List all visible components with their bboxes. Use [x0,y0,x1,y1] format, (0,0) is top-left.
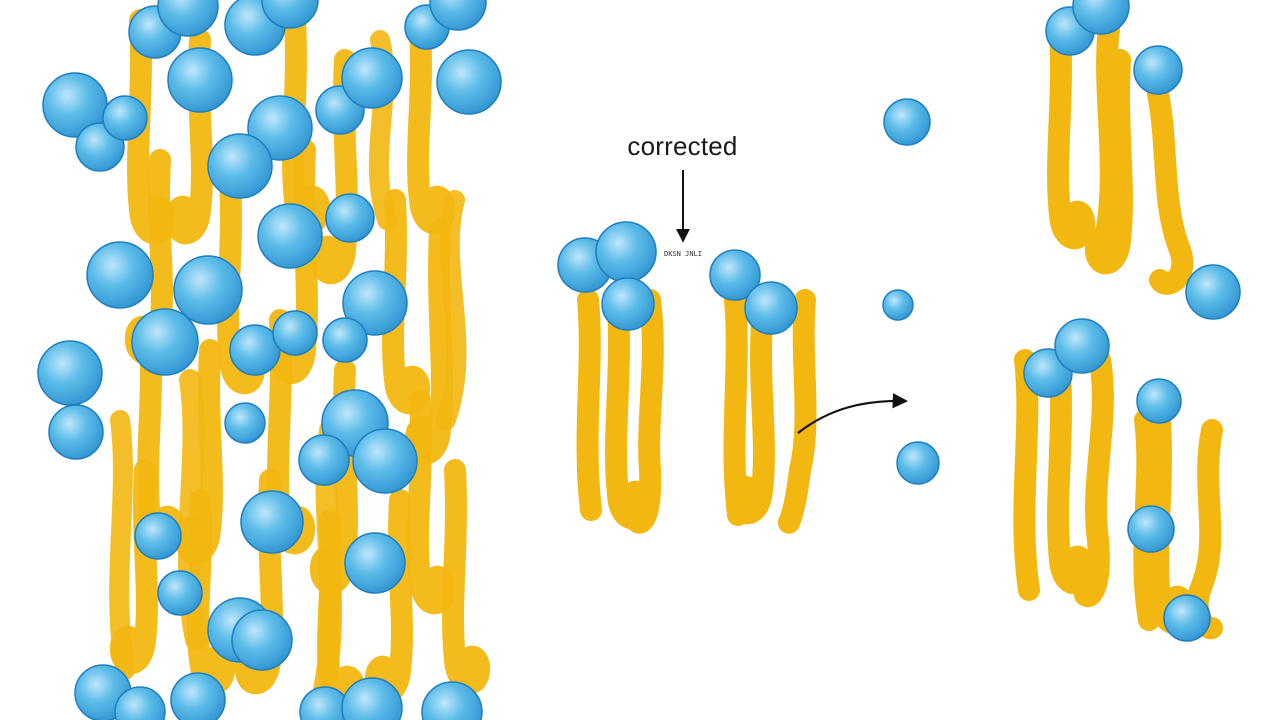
lipid-tail [777,289,817,534]
polar-head-sphere-icon [261,0,319,29]
polar-head-sphere-icon [131,308,199,376]
lipid-tail [625,289,664,534]
polar-head-sphere-icon [322,317,368,363]
lipid-tail [109,410,135,680]
polar-head-sphere-icon [272,310,318,356]
annotation-label: corrected [627,131,738,161]
polar-head-sphere-icon [37,340,103,406]
polar-head-sphere-icon [352,428,418,494]
polar-head-sphere-icon [167,47,233,113]
lipid-tail [1085,49,1133,275]
polar-head-sphere-icon [173,255,243,325]
lipid-tail [365,489,413,705]
lipid-tail [382,189,430,415]
polar-head-sphere-icon [436,49,502,115]
polar-head-sphere-icon [1127,505,1175,553]
lipid-tail [442,459,490,695]
polar-head-sphere-icon [595,221,657,283]
lipid-tail [727,309,775,525]
polar-head-sphere-icon [170,672,226,720]
polar-head-sphere-icon [1163,594,1211,642]
lipid-tail [310,49,358,285]
polar-head-sphere-icon [429,0,487,31]
polar-head-sphere-icon [744,281,798,335]
polar-head-sphere-icon [48,404,104,460]
polar-head-sphere-icon [298,434,350,486]
polar-head-sphere-icon [1133,45,1183,95]
curved-arrow-icon [797,392,909,434]
polar-head-sphere-icon [344,532,406,594]
lipid-tail [407,19,455,235]
polar-head-sphere-icon [1185,264,1241,320]
lipid-tail [436,190,467,430]
polar-head-sphere-icon [134,512,182,560]
lipid-tail [1144,69,1194,295]
lipid-tail [1074,349,1114,608]
polar-head-sphere-icon [342,270,408,336]
polar-head-sphere-icon [709,249,761,301]
polar-head-sphere-icon [257,203,323,269]
polar-head-sphere-icon [86,241,154,309]
polar-head-sphere-icon [231,609,293,671]
polar-head-sphere-icon [1054,318,1110,374]
lipid-tail [605,294,653,530]
polar-head-sphere-icon [157,570,203,616]
polar-head-sphere-icon [224,402,266,444]
polar-head-sphere-icon [157,0,219,37]
lipid-tail [1047,359,1095,595]
lipid-tail [1047,19,1095,250]
polar-head-sphere-icon [882,289,914,321]
polar-heads-layer [37,0,1241,720]
polar-head-sphere-icon [1072,0,1130,35]
polar-head-sphere-icon [114,686,166,720]
polar-head-sphere-icon [207,133,273,199]
polar-head-sphere-icon [240,490,304,554]
polar-head-sphere-icon [341,47,403,109]
polar-head-sphere-icon [896,441,940,485]
polar-head-sphere-icon [421,681,483,720]
polar-head-sphere-icon [883,98,931,146]
polar-head-sphere-icon [325,193,375,243]
lipid-tail [1013,349,1040,601]
polar-head-sphere-icon [601,277,655,331]
lipid-tail [576,289,602,521]
polar-head-sphere-icon [102,95,148,141]
micro-label: DKSN JNLI [664,250,702,258]
lipid-tail [407,389,455,615]
polar-head-sphere-icon [341,677,403,720]
polar-head-sphere-icon [1136,378,1182,424]
